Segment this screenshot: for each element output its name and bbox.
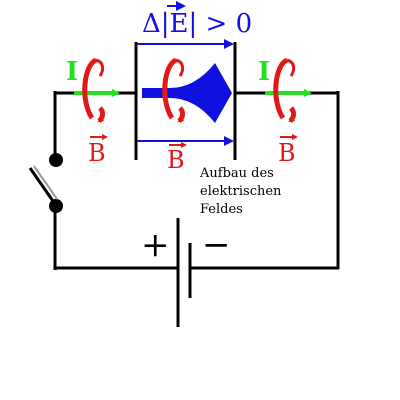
b-field-loop-right xyxy=(273,57,296,123)
caption-line-1: Aufbau des xyxy=(199,166,274,181)
battery xyxy=(176,218,192,327)
switch xyxy=(28,153,63,213)
capacitor xyxy=(134,42,237,160)
circuit-wires xyxy=(53,91,340,270)
current-label-right: I xyxy=(258,57,270,87)
b-label-left: B xyxy=(88,139,106,167)
e-field-bulb-shape xyxy=(142,63,232,123)
delta-e-label: Δ|E| > 0 xyxy=(142,9,252,39)
b-field-loop-center xyxy=(162,57,185,123)
caption-line-3: Feldes xyxy=(200,202,243,217)
switch-lever-shade xyxy=(33,165,58,200)
caption-line-2: elektrischen xyxy=(200,184,282,199)
switch-contact-bottom xyxy=(49,199,63,213)
switch-contact-top xyxy=(49,153,63,167)
b-label-right: B xyxy=(278,139,296,167)
battery-plus-sign: + xyxy=(141,225,170,265)
current-label-left: I xyxy=(66,57,78,87)
battery-minus-sign: − xyxy=(202,225,231,265)
switch-lever xyxy=(28,167,57,205)
b-field-loop-left xyxy=(82,57,105,123)
b-label-center: B xyxy=(167,146,185,174)
